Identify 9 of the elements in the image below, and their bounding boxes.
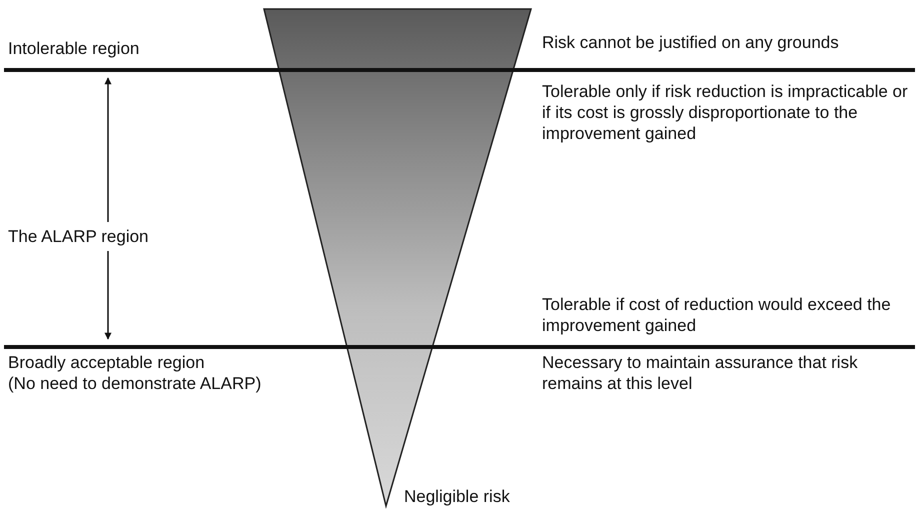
region-label: Negligible risk <box>404 486 510 507</box>
note-text: (No need to demonstrate ALARP) <box>8 373 262 394</box>
region-label: The ALARP region <box>8 222 148 251</box>
description-text: Tolerable only if risk reduction is impracticable or if its cost is grossly disproportionate to the improvement gained <box>542 81 909 144</box>
description-text: Tolerable if cost of reduction would exceed the improvement gained <box>542 294 892 336</box>
description-text: Necessary to maintain assurance that risk remains at this level <box>542 352 859 394</box>
description-text: Risk cannot be justified on any grounds <box>542 32 839 53</box>
region-label: Broadly acceptable region <box>8 352 205 373</box>
region-label: Intolerable region <box>8 38 140 59</box>
